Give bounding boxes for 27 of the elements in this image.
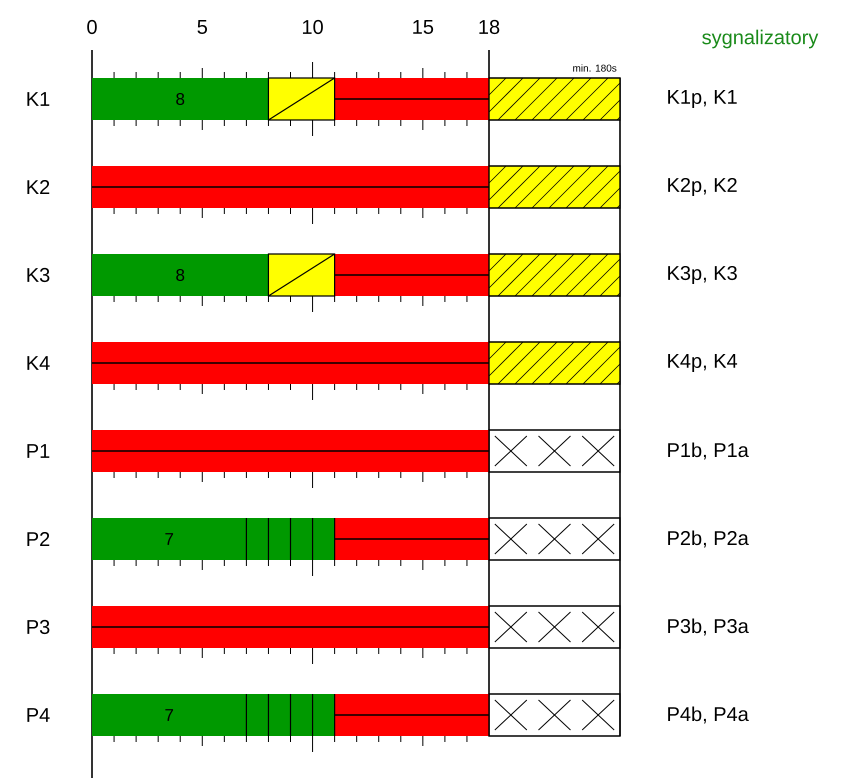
- signal-label: K2p, K2: [668, 178, 737, 196]
- duration-number: 8: [176, 92, 184, 106]
- axis-tick-label: 18: [479, 20, 500, 34]
- row-label: K2: [27, 180, 50, 194]
- axis-tick-label: 15: [413, 20, 434, 34]
- signal-label: P3b, P3a: [668, 618, 749, 636]
- signal-label: P1b, P1a: [668, 442, 749, 460]
- column-heading: sygnalizatory: [702, 30, 818, 48]
- signal-label: P2b, P2a: [668, 530, 749, 548]
- row-label: P2: [27, 532, 50, 546]
- duration-number: 8: [176, 268, 184, 282]
- duration-number: 7: [165, 533, 174, 545]
- row-label: P3: [27, 620, 50, 634]
- axis-tick-label: 0: [87, 20, 97, 34]
- row-label: K4: [27, 356, 50, 370]
- signal-label: K1p, K1: [668, 90, 737, 108]
- signal-label: P4b, P4a: [668, 706, 749, 724]
- row-label: P4: [27, 708, 50, 722]
- row-label: K1: [27, 92, 50, 106]
- signal-label: K4p, K4: [668, 354, 738, 372]
- signal-label: K3p, K3: [668, 266, 737, 284]
- axis-tick-label: 5: [198, 20, 207, 34]
- duration-note: min. 180s: [573, 64, 616, 72]
- duration-number: 7: [165, 709, 174, 721]
- axis-tick-label: 10: [302, 20, 323, 34]
- row-label: K3: [27, 268, 50, 282]
- row-label: P1: [27, 444, 50, 458]
